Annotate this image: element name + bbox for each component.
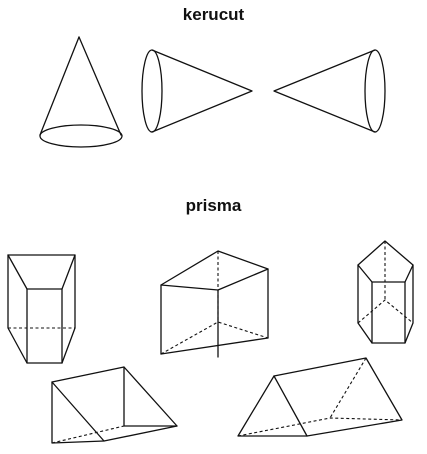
triangular-prism-center xyxy=(160,250,269,358)
hexagonal-prism-right xyxy=(357,240,414,344)
cone-pointing-right xyxy=(141,49,253,133)
prism-section-title: prisma xyxy=(185,196,242,215)
triangular-prism-bottom-left xyxy=(51,366,178,444)
cone-section-title: kerucut xyxy=(182,5,245,24)
pentagonal-prism-tall-left xyxy=(7,254,76,364)
cone-upright xyxy=(39,36,123,148)
triangular-prism-bottom-right xyxy=(237,357,403,437)
cone-pointing-left xyxy=(273,49,386,133)
